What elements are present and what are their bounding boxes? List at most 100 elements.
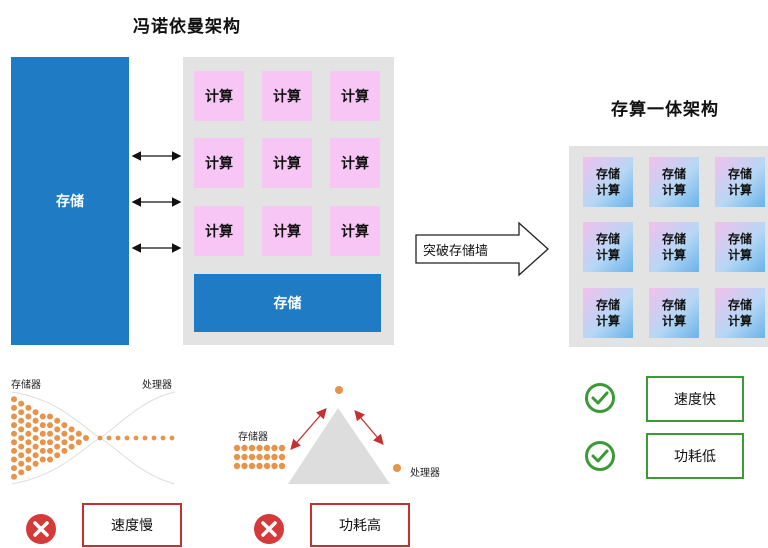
triangle-memory-dot xyxy=(271,444,278,452)
bottleneck-dot xyxy=(169,435,175,441)
cim-cell-compute-label: 计算 xyxy=(727,314,752,328)
memory-dot xyxy=(39,413,46,420)
memory-dot xyxy=(11,413,17,420)
cim-cell-storage-label: 存储 xyxy=(727,232,752,246)
bottleneck-dot xyxy=(115,435,121,441)
bottleneck-dot xyxy=(97,435,103,441)
cross-icon xyxy=(26,514,56,544)
high-power-box: 功耗高 xyxy=(310,503,410,547)
memory-dot xyxy=(75,439,82,446)
memory-dot xyxy=(18,417,25,424)
cim-cell-storage-label: 存储 xyxy=(661,232,686,246)
triangle-memory-dot xyxy=(256,453,263,461)
memory-dot xyxy=(32,409,39,416)
compute-cell-label: 计算 xyxy=(205,156,233,172)
memory-dot xyxy=(32,460,39,467)
memory-dot xyxy=(25,439,32,446)
cim-cell-compute-label: 计算 xyxy=(595,314,620,328)
memory-dot xyxy=(83,435,89,441)
memory-dot xyxy=(54,443,61,450)
memory-dot xyxy=(11,447,17,454)
cim-cell-storage-label: 存储 xyxy=(661,167,686,181)
triangle-memory-dot xyxy=(263,444,271,452)
memory-dot xyxy=(11,422,17,429)
cim-cell: 存储计算 xyxy=(715,222,765,272)
compute-cell: 计算 xyxy=(262,206,312,256)
memory-dot xyxy=(68,443,75,450)
triangle-memory-dot xyxy=(233,462,241,470)
cim-cell-storage-label: 存储 xyxy=(595,167,620,181)
cim-cell-storage-label: 存储 xyxy=(727,298,752,312)
compute-cell-label: 计算 xyxy=(341,224,369,240)
memory-dot xyxy=(11,465,17,472)
triangle-memory-dot xyxy=(263,462,271,470)
compute-cell: 计算 xyxy=(330,138,380,188)
red-arrow-right xyxy=(354,410,384,445)
memory-dot xyxy=(61,430,68,437)
breakthrough-arrow xyxy=(415,221,549,277)
compute-cell-label: 计算 xyxy=(341,89,369,105)
triangle-memory-dot xyxy=(248,453,256,461)
memory-dot xyxy=(61,422,68,429)
compute-cell-label: 计算 xyxy=(273,89,301,105)
storage-block: 存储 xyxy=(11,57,129,345)
memory-dot xyxy=(11,404,17,411)
memory-dot xyxy=(18,452,25,459)
memory-dot xyxy=(25,413,32,420)
triangle-memory-dot xyxy=(233,453,241,461)
memory-dot xyxy=(18,469,25,476)
storage-bar: 存储 xyxy=(194,274,381,332)
breakthrough-label: 突破存储墙 xyxy=(423,244,489,259)
memory-dot xyxy=(54,426,61,433)
compute-cell: 计算 xyxy=(194,138,244,188)
memory-dot xyxy=(18,443,25,450)
cim-cell: 存储计算 xyxy=(715,157,765,207)
memory-dot xyxy=(39,439,46,446)
memory-dot xyxy=(11,430,17,437)
triangle-memory-dot xyxy=(233,444,241,452)
memory-dot xyxy=(47,422,53,429)
memory-dot xyxy=(11,473,17,480)
triangle-memory-dot xyxy=(278,444,286,452)
memory-dot xyxy=(68,435,75,441)
memory-dot xyxy=(18,435,25,441)
triangle-right-dot xyxy=(393,464,401,472)
memory-dot xyxy=(47,439,53,446)
cim-cell-compute-label: 计算 xyxy=(661,248,686,262)
bottleneck-dot xyxy=(160,435,166,441)
triangle-memory-label: 存储器 xyxy=(238,432,268,443)
memory-dot xyxy=(32,426,39,433)
cim-cell: 存储计算 xyxy=(649,157,699,207)
fast-speed-label: 速度快 xyxy=(674,392,716,408)
slow-speed-box: 速度慢 xyxy=(82,503,182,547)
memory-dot xyxy=(18,409,25,416)
triangle-memory-dot xyxy=(248,444,256,452)
fast-speed-box: 速度快 xyxy=(646,376,744,422)
compute-cell-label: 计算 xyxy=(273,224,301,240)
cim-cell-storage-label: 存储 xyxy=(661,298,686,312)
cim-cell: 存储计算 xyxy=(715,288,765,338)
low-power-label: 功耗低 xyxy=(674,449,716,465)
memory-dot xyxy=(25,422,32,429)
check-icon xyxy=(585,383,615,413)
high-power-label: 功耗高 xyxy=(339,518,381,534)
triangle-memory-dot xyxy=(241,453,248,461)
low-power-box: 功耗低 xyxy=(646,433,744,479)
cim-cell-compute-label: 计算 xyxy=(595,183,620,197)
memory-dot xyxy=(25,430,32,437)
memory-dot xyxy=(11,456,17,463)
memory-dot xyxy=(61,439,68,446)
cim-cell-compute-label: 计算 xyxy=(727,183,752,197)
cim-cell-compute-label: 计算 xyxy=(727,248,752,262)
memory-dot xyxy=(32,443,39,450)
compute-cell: 计算 xyxy=(194,206,244,256)
von-neumann-title: 冯诺依曼架构 xyxy=(133,17,241,37)
cim-cell-storage-label: 存储 xyxy=(595,232,620,246)
funnel-memory-label: 存储器 xyxy=(11,380,41,391)
funnel-processor-label: 处理器 xyxy=(142,380,172,391)
cim-cell-storage-label: 存储 xyxy=(727,167,752,181)
cim-cell: 存储计算 xyxy=(583,157,633,207)
triangle-memory-dot xyxy=(241,444,248,452)
